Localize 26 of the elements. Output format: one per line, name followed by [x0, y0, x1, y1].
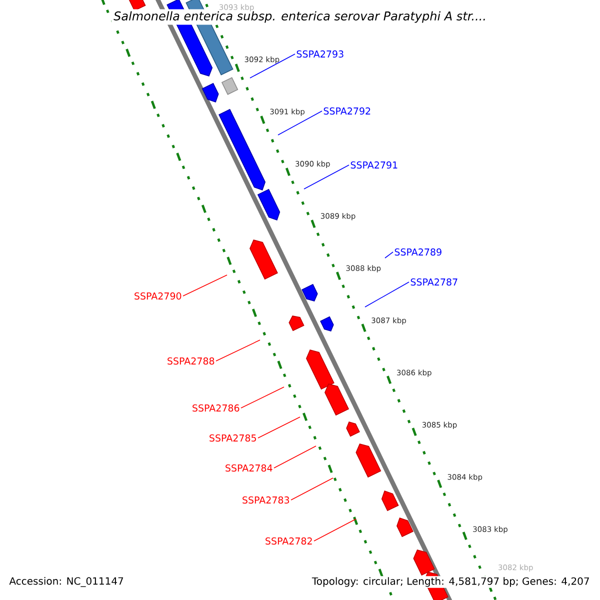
leader-line	[314, 518, 356, 542]
leader-line	[290, 478, 334, 500]
leader-line	[258, 416, 300, 438]
gene-label: SSPA2793	[296, 50, 344, 58]
leader-line	[364, 282, 410, 308]
gene-label: SSPA2788	[168, 357, 214, 365]
gene-label: SSPA2784	[226, 464, 272, 472]
gene-label: SSPA2789	[394, 248, 442, 256]
leader-line	[240, 386, 284, 408]
accession-text: Accession: NC_011147	[8, 576, 125, 588]
leader-line	[274, 446, 316, 468]
leader-line	[182, 274, 228, 296]
gene-label: SSPA2790	[134, 292, 182, 300]
gene-label: SSPA2785	[210, 434, 256, 442]
gene-label: SSPA2791	[350, 161, 398, 169]
genome-info-text: Topology: circular; Length: 4,581,797 bp; Genes: 4,207	[310, 576, 591, 588]
leader-line	[216, 340, 260, 362]
leader-line	[250, 54, 296, 78]
gene-label: SSPA2787	[410, 278, 458, 286]
gene-label: SSPA2783	[242, 496, 290, 504]
gene-label: SSPA2786	[192, 404, 240, 412]
gene-label: SSPA2792	[324, 107, 370, 115]
leader-line	[384, 252, 394, 258]
leader-line	[304, 164, 350, 190]
gene-label: SSPA2782	[266, 537, 312, 545]
leader-line	[278, 110, 322, 136]
